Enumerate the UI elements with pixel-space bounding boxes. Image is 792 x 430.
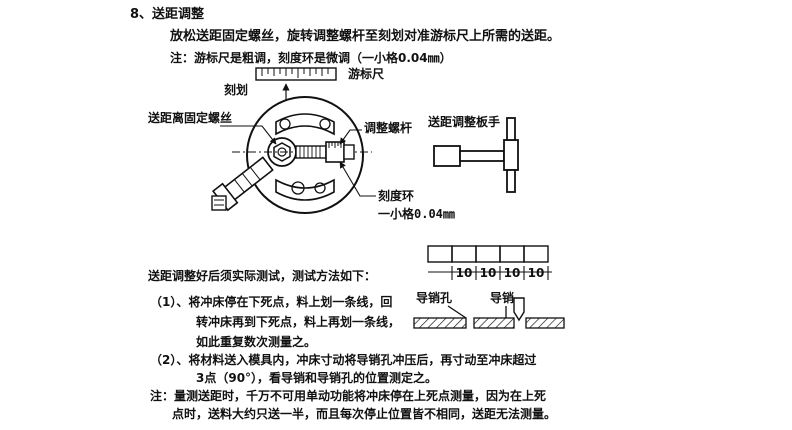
note-line1: 注：量测送距时，千万不可用单动功能将冲床停在上死点测量，因为在上死	[150, 389, 547, 403]
pitch-label: 10	[528, 266, 545, 280]
note-line2: 点时，送料大约只送一半，而且每次停止位置皆不相同，送距无法测量。	[172, 407, 557, 421]
pilot-diagram	[413, 305, 565, 329]
step1-line3: 如此重复数次测量之。	[196, 335, 317, 349]
wrench-label: 送距调整板手	[428, 115, 501, 129]
feed-mechanism	[211, 96, 372, 214]
scribe-label: 刻划	[224, 83, 249, 97]
step1-line2: 转冲床再到下死点，料上再划一条线，	[196, 315, 401, 329]
step2-line1: （2）、将材料送入模具内，冲床寸动将导销孔冲压后，再寸动至冲床超过	[150, 353, 537, 367]
intro-note: 注：游标尺是粗调，刻度环是微调（一小格0.04㎜）	[170, 51, 452, 65]
vernier-label: 游标尺	[348, 67, 385, 81]
pilot-hole-label: 导销孔	[416, 291, 453, 305]
dial-unit-label: 一小格0.04㎜	[378, 207, 455, 221]
pitch-label: 10	[504, 266, 521, 280]
intro-line: 放松送距固定螺丝，旋转调整螺杆至刻划对准游标尺上所需的送距。	[170, 29, 561, 44]
leader-arrow-icon	[220, 125, 376, 197]
pitch-strip	[427, 245, 552, 280]
fix-screw-label: 送距离固定螺丝	[148, 111, 233, 125]
step2-line2: 3点（90°），看导销和导销孔的位置测定之。	[196, 371, 438, 385]
pitch-label: 10	[456, 266, 473, 280]
vernier-scale	[255, 67, 337, 81]
pilot-pin-icon	[513, 297, 525, 322]
adjust-screw-label: 调整螺杆	[364, 121, 413, 135]
step1-line1: （1）、将冲床停在下死点，料上划一条线，回	[150, 295, 393, 309]
pitch-labels: 10 10 10 10	[456, 266, 545, 280]
pilot-label: 导销	[490, 291, 515, 305]
pitch-label: 10	[480, 266, 497, 280]
test-heading: 送距调整好后须实际测试，测试方法如下：	[148, 269, 377, 283]
dial-label: 刻度环	[378, 189, 415, 203]
section-title: 8、送距调整	[130, 7, 205, 22]
adjusting-wrench	[433, 117, 519, 193]
